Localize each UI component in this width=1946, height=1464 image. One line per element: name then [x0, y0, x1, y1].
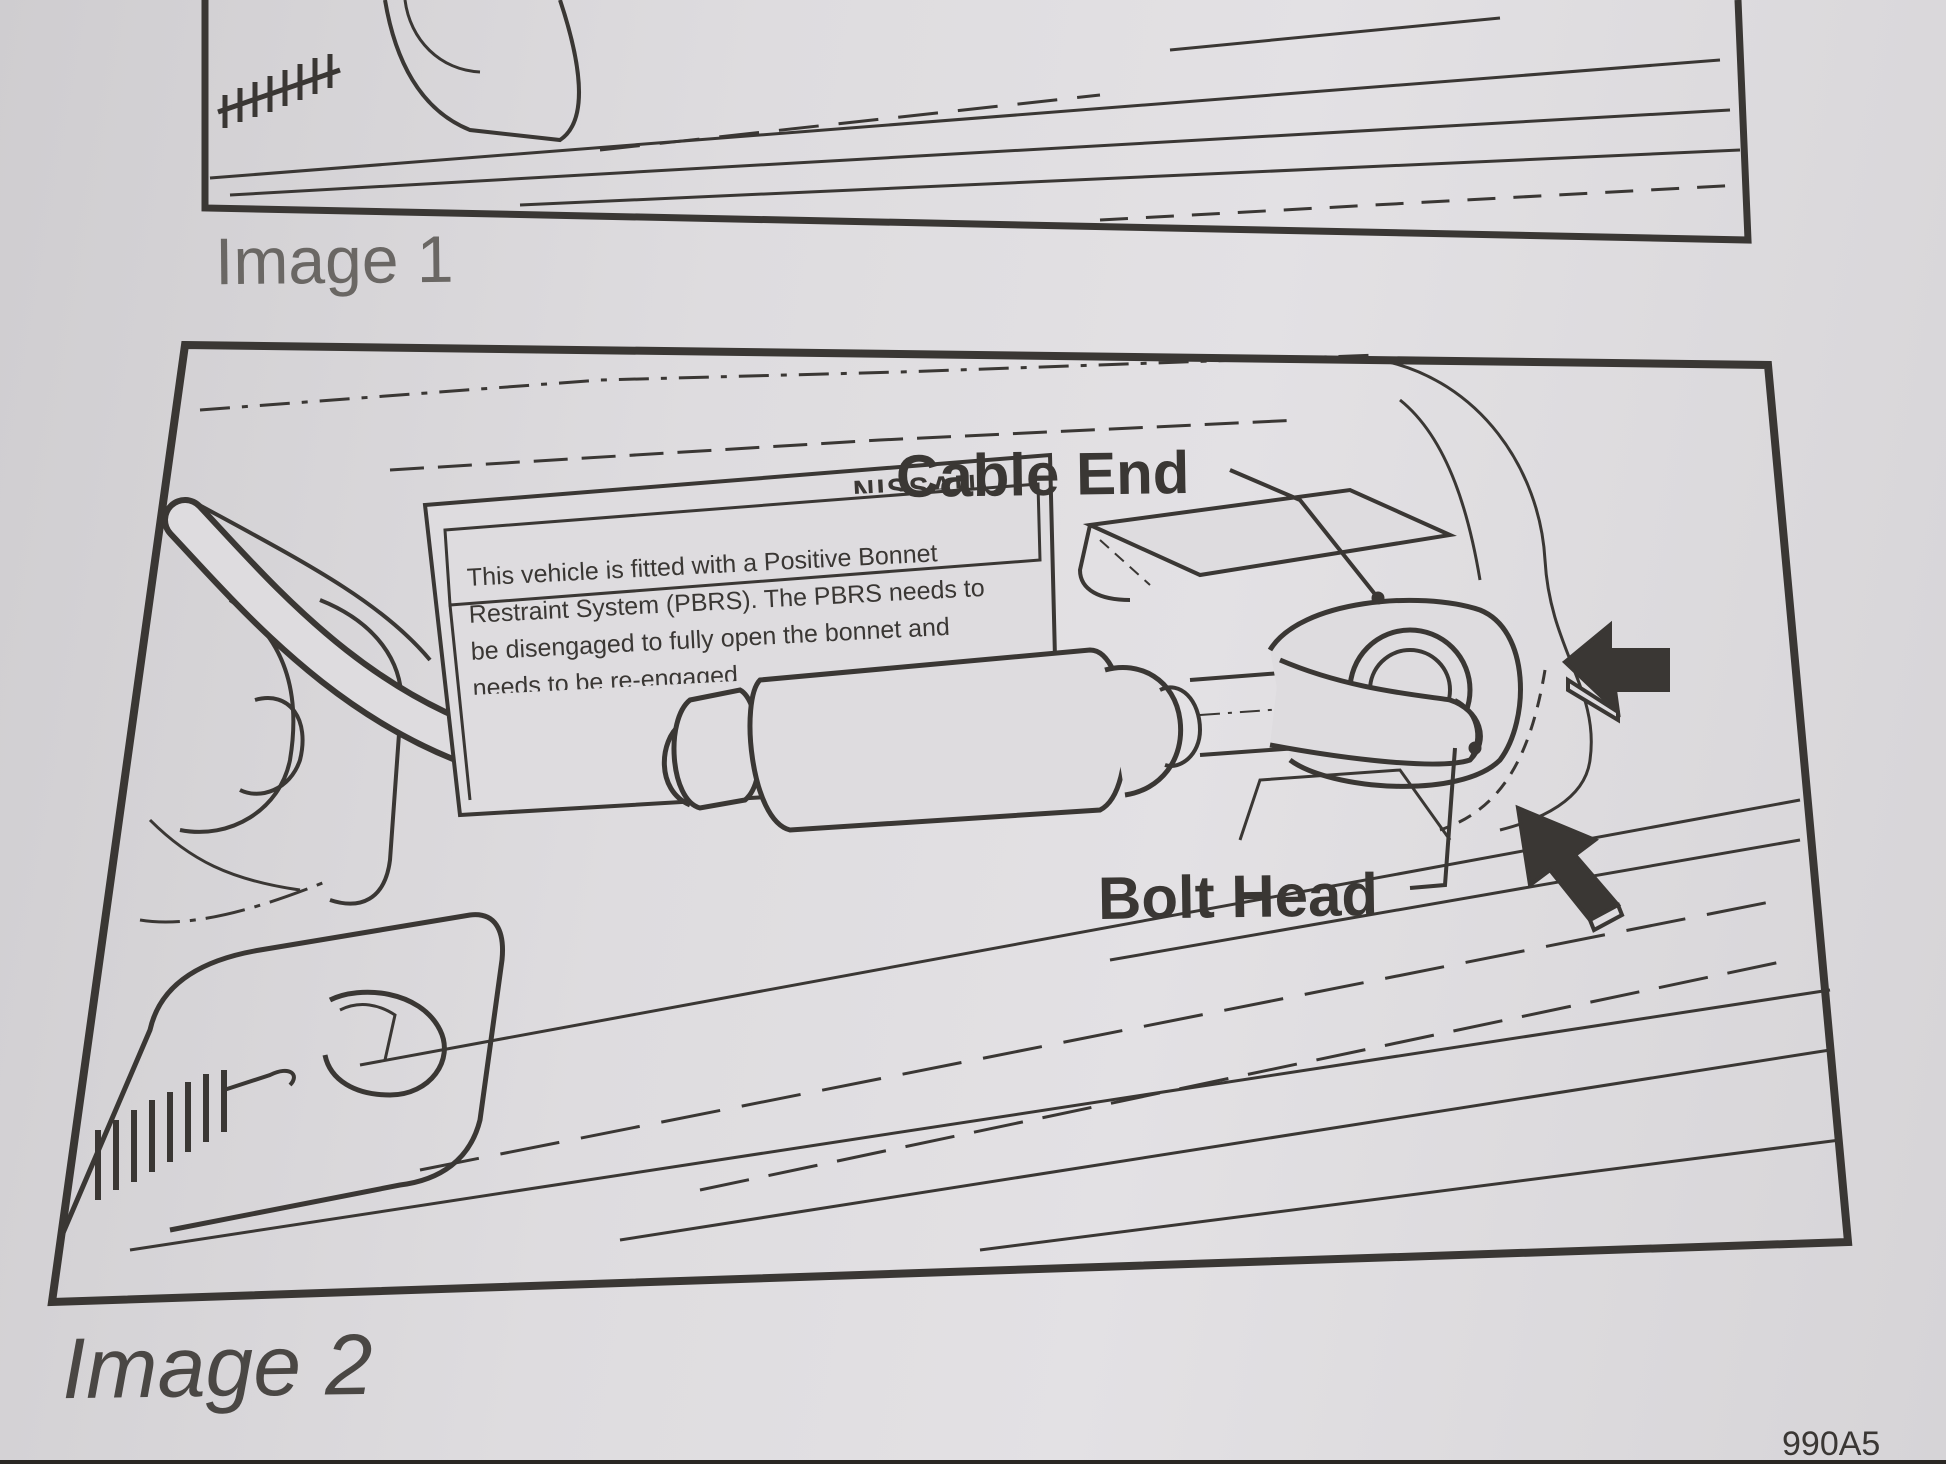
arrow-right-pointing	[1561, 620, 1670, 724]
page-reference-code: 990A5	[1782, 1425, 1881, 1463]
figure-1-caption: Image 1	[214, 221, 454, 299]
pbrs-warning-label: NISSAN This vehicle is fitted with a Pos…	[466, 530, 1053, 708]
figure-1-illustration	[201, 0, 1752, 244]
figure-2-caption: Image 2	[61, 1316, 374, 1418]
spring-2	[95, 1068, 296, 1200]
callout-bolt-head: Bolt Head	[1097, 861, 1379, 932]
figure-2-illustration	[47, 340, 1853, 1307]
arrow-up-left-pointing	[1515, 804, 1625, 933]
spring-1	[217, 54, 341, 128]
